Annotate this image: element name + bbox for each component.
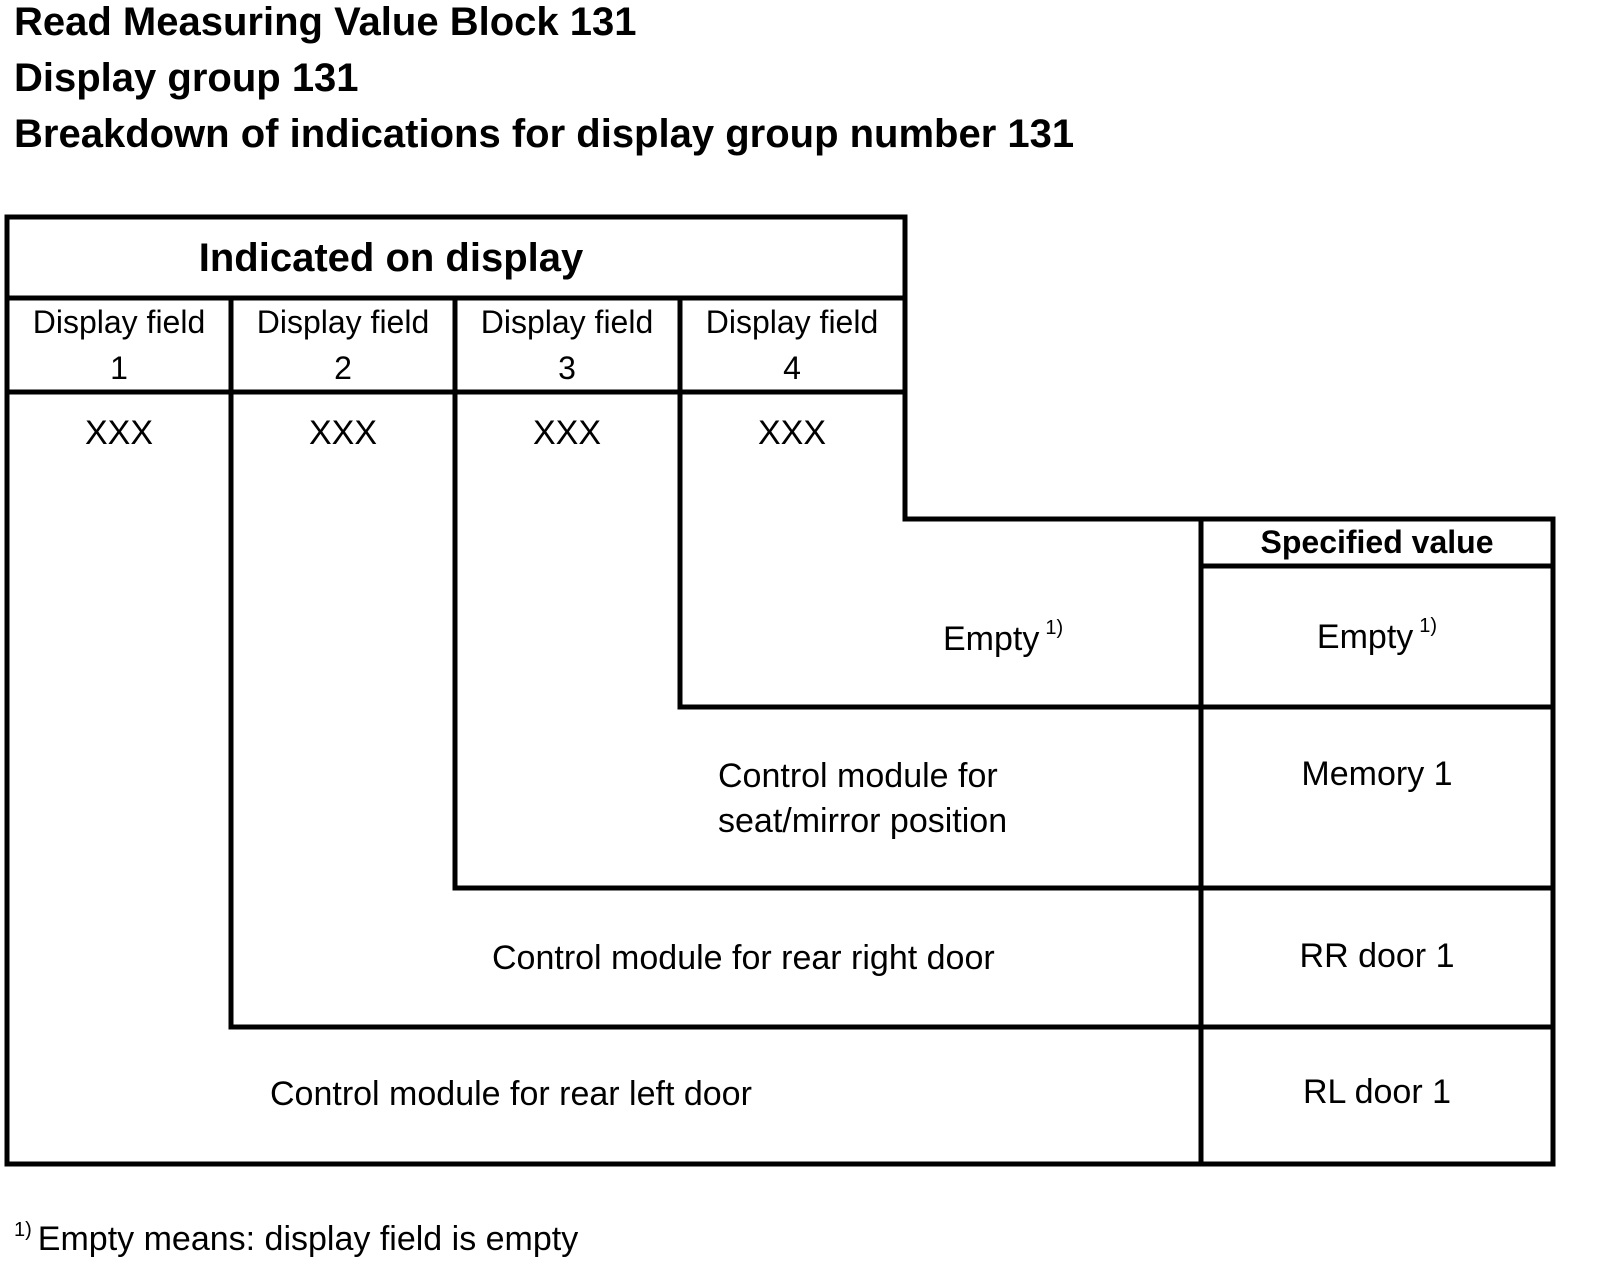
- row-seat-mirror-description-line1: Control module for: [718, 757, 998, 795]
- footnote-marker: 1): [14, 1219, 32, 1241]
- footnote-text: Empty means: display field is empty: [37, 1220, 579, 1258]
- footnote-ref: 1): [1045, 617, 1064, 639]
- footnote-ref: 1): [1419, 615, 1438, 637]
- display-field-2-label: Display field: [256, 304, 430, 340]
- title-breakdown: Breakdown of indications for display gro…: [14, 112, 1075, 156]
- row-rear-right-description: Control module for rear right door: [492, 939, 995, 977]
- row-rear-left-description: Control module for rear left door: [270, 1075, 752, 1113]
- row-seat-mirror-specified: Memory 1: [1301, 755, 1453, 793]
- display-field-4-number: 4: [783, 350, 801, 386]
- title-measuring-value-block: Read Measuring Value Block 131: [14, 0, 637, 44]
- specified-value-header: Specified value: [1260, 524, 1494, 560]
- display-field-3-number: 3: [558, 350, 576, 386]
- display-field-1-number: 1: [110, 350, 128, 386]
- indicated-on-display-header: Indicated on display: [198, 236, 584, 280]
- display-field-3-label: Display field: [480, 304, 654, 340]
- row-rear-right-specified: RR door 1: [1299, 937, 1455, 975]
- display-field-2-value: XXX: [308, 414, 378, 452]
- row-empty-description-text: Empty: [943, 620, 1040, 658]
- title-display-group: Display group 131: [14, 56, 359, 100]
- row-seat-mirror-description-line2: seat/mirror position: [718, 802, 1008, 840]
- display-field-3-value: XXX: [532, 414, 602, 452]
- row-rear-left-specified: RL door 1: [1302, 1073, 1452, 1111]
- display-field-4-value: XXX: [757, 414, 827, 452]
- display-field-1-value: XXX: [84, 414, 154, 452]
- display-field-4-label: Display field: [705, 304, 879, 340]
- display-field-1-label: Display field: [32, 304, 206, 340]
- row-empty-specified-text: Empty: [1316, 618, 1414, 656]
- display-field-2-number: 2: [334, 350, 352, 386]
- footnote: 1)Empty means: display field is empty: [14, 1219, 579, 1258]
